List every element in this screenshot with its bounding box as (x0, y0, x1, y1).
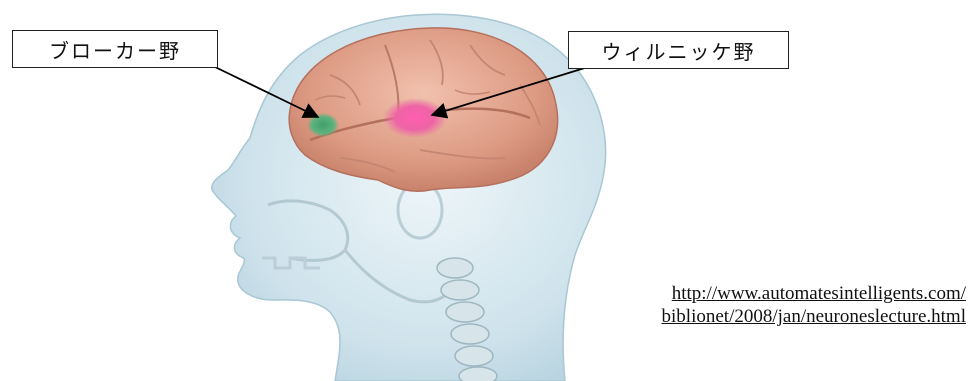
wernicke-label: ウィルニッケ野 (568, 31, 789, 69)
source-link[interactable]: http://www.automatesintelligents.com/ bi… (520, 282, 966, 328)
broca-area (307, 113, 339, 137)
source-link-line-2[interactable]: biblionet/2008/jan/neuroneslecture.html (520, 305, 966, 328)
broca-label: ブローカー野 (12, 30, 218, 68)
source-link-line-1[interactable]: http://www.automatesintelligents.com/ (520, 282, 966, 305)
wernicke-area (383, 98, 447, 138)
